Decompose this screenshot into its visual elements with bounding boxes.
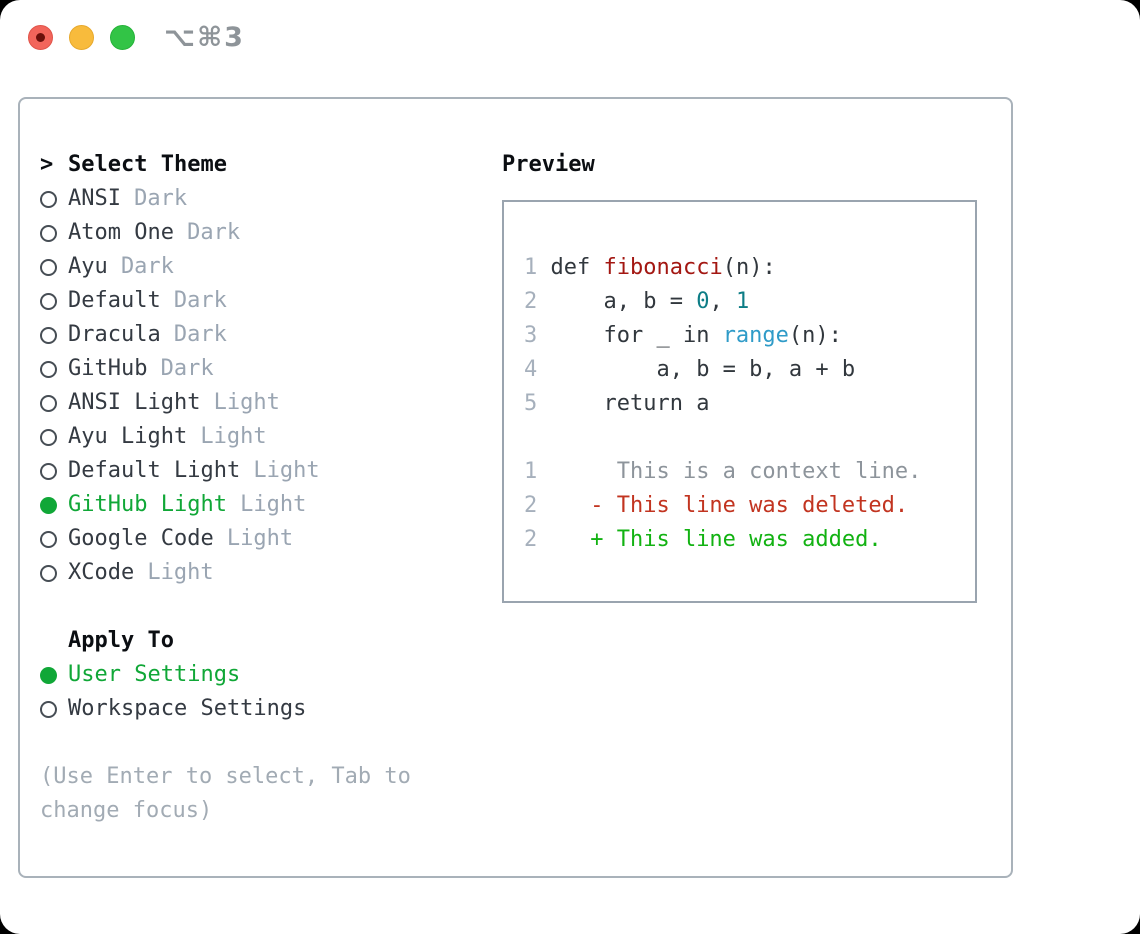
- radio-unselected-icon: [40, 360, 57, 378]
- code-line: 3 for _ in range(n):: [524, 323, 842, 348]
- theme-name: Default: [68, 288, 161, 313]
- radio-selected-icon: [40, 496, 57, 514]
- radio-unselected-icon: [40, 292, 57, 310]
- blank-line: [524, 421, 975, 455]
- section-title: Apply To: [68, 628, 174, 653]
- theme-option-default-dark[interactable]: Default Dark: [40, 284, 502, 318]
- keyboard-hint: (Use Enter to select, Tab to change focu…: [40, 764, 411, 823]
- radio-unselected-icon: [40, 428, 57, 446]
- theme-option-default-light[interactable]: Default Light Light: [40, 454, 502, 488]
- preview-column: Preview 1 def fibonacci(n): 2 a, b = 0, …: [502, 148, 1011, 828]
- theme-option-github-dark[interactable]: GitHub Dark: [40, 352, 502, 386]
- window-titlebar: ⌥⌘3: [0, 0, 1140, 97]
- apply-option-user-settings[interactable]: User Settings: [40, 658, 502, 692]
- diff-context-line: 1 This is a context line.: [524, 459, 922, 484]
- apply-to-section: Apply To User Settings Workspace Setting…: [40, 624, 502, 726]
- section-title: Preview: [502, 152, 595, 177]
- theme-option-google-code-light[interactable]: Google Code Light: [40, 522, 502, 556]
- radio-unselected-icon: [40, 530, 57, 548]
- diff-deleted-line: 2 - This line was deleted.: [524, 493, 909, 518]
- prompt-caret-icon: >: [40, 152, 54, 177]
- line-number: 2: [524, 527, 538, 552]
- select-theme-header: > Select Theme: [40, 148, 502, 182]
- theme-variant: Light: [240, 492, 307, 517]
- radio-unselected-icon: [40, 258, 57, 276]
- line-number: 1: [524, 459, 538, 484]
- preview-header: Preview: [502, 148, 1011, 182]
- zoom-button-icon[interactable]: [110, 25, 135, 50]
- radio-unselected-icon: [40, 394, 57, 412]
- apply-option-label: User Settings: [68, 662, 241, 687]
- theme-variant: Dark: [160, 356, 214, 381]
- code-line: 1 def fibonacci(n):: [524, 255, 776, 280]
- line-number: 1: [524, 255, 538, 280]
- theme-name: Dracula: [68, 322, 161, 347]
- theme-name: ANSI Light: [68, 390, 201, 415]
- line-number: 2: [524, 289, 538, 314]
- theme-option-ansi-dark[interactable]: ANSI Dark: [40, 182, 502, 216]
- theme-option-ansi-light[interactable]: ANSI Light Light: [40, 386, 502, 420]
- minimize-button-icon[interactable]: [69, 25, 94, 50]
- code-line: 5 return a: [524, 391, 710, 416]
- radio-unselected-icon: [40, 564, 57, 582]
- traffic-lights: [28, 25, 135, 50]
- radio-unselected-icon: [40, 190, 57, 208]
- theme-variant: Dark: [134, 186, 188, 211]
- theme-variant: Dark: [173, 322, 227, 347]
- theme-name: XCode: [68, 560, 135, 585]
- line-number: 2: [524, 493, 538, 518]
- theme-variant: Light: [147, 560, 214, 585]
- section-title: Select Theme: [68, 152, 227, 177]
- line-number: 3: [524, 323, 538, 348]
- theme-option-ayu-light[interactable]: Ayu Light Light: [40, 420, 502, 454]
- theme-option-xcode-light[interactable]: XCode Light: [40, 556, 502, 590]
- theme-option-github-light[interactable]: GitHub Light Light: [40, 488, 502, 522]
- theme-name: GitHub: [68, 356, 148, 381]
- line-number: 4: [524, 357, 538, 382]
- theme-variant: Light: [226, 526, 294, 551]
- radio-unselected-icon: [40, 326, 57, 344]
- theme-name: GitHub Light: [68, 492, 227, 517]
- theme-variant: Dark: [187, 220, 241, 245]
- theme-option-dracula-dark[interactable]: Dracula Dark: [40, 318, 502, 352]
- radio-selected-icon: [40, 666, 57, 684]
- theme-name: ANSI: [68, 186, 121, 211]
- apply-option-workspace-settings[interactable]: Workspace Settings: [40, 692, 502, 726]
- apply-option-label: Workspace Settings: [68, 696, 307, 721]
- theme-option-atom-one-dark[interactable]: Atom One Dark: [40, 216, 502, 250]
- theme-name: Ayu Light: [68, 424, 188, 449]
- line-number: 5: [524, 391, 538, 416]
- radio-unselected-icon: [40, 462, 57, 480]
- theme-name: Google Code: [68, 526, 214, 551]
- close-button-icon[interactable]: [28, 25, 53, 50]
- theme-variant: Light: [253, 458, 320, 483]
- theme-name: Ayu: [68, 254, 108, 279]
- theme-variant: Light: [200, 424, 267, 449]
- theme-preview-box: 1 def fibonacci(n): 2 a, b = 0, 1 3 for …: [502, 200, 977, 603]
- theme-variant: Light: [213, 390, 280, 415]
- theme-name: Default Light: [68, 458, 241, 483]
- code-line: 4 a, b = b, a + b: [524, 357, 856, 382]
- theme-variant: Dark: [120, 254, 174, 279]
- window-shortcut-label: ⌥⌘3: [164, 22, 245, 53]
- theme-option-ayu-dark[interactable]: Ayu Dark: [40, 250, 502, 284]
- theme-name: Atom One: [68, 220, 174, 245]
- radio-unselected-icon: [40, 700, 57, 718]
- theme-variant: Dark: [173, 288, 227, 313]
- diff-added-line: 2 + This line was added.: [524, 527, 882, 552]
- code-line: 2 a, b = 0, 1: [524, 289, 750, 314]
- apply-to-header: Apply To: [40, 624, 502, 658]
- radio-unselected-icon: [40, 224, 57, 242]
